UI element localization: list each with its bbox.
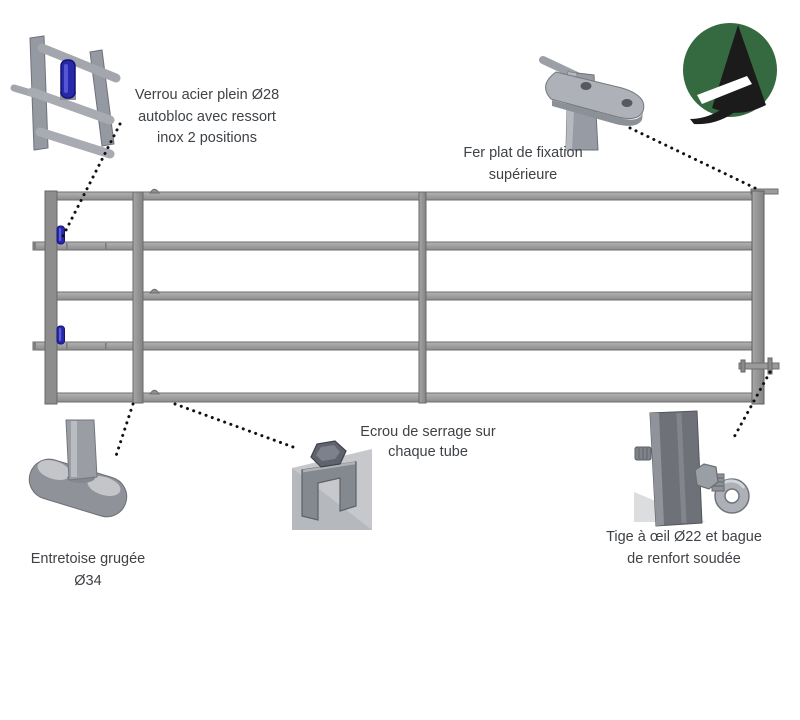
callout-ecrou-line2: chaque tube [388, 444, 468, 460]
gate-right-post [751, 190, 765, 405]
callout-verrou-label: Verrou acier plein Ø28 autobloc avec res… [107, 85, 307, 150]
sliding-rail-tip [33, 242, 36, 250]
callout-fer-plat-line1: Fer plat de fixation [463, 145, 583, 161]
gate-eye-bolt [738, 357, 780, 375]
inset-fer-plat-detail [539, 56, 645, 151]
inset-ecrou-detail [292, 440, 372, 530]
callout-fer-plat-line2: supérieure [488, 166, 558, 183]
callout-verrou-line2: autobloc avec ressort [138, 108, 276, 125]
callout-ecrou-line1: Ecrou de serrage sur [360, 424, 496, 440]
callout-line-tige-oeil [731, 370, 772, 441]
gate-drawing [32, 188, 780, 405]
callout-line-verrou [61, 122, 122, 238]
gate-left-latch-bar [44, 190, 58, 405]
callout-tige-oeil-line2: de renfort soudée [627, 550, 741, 567]
gate-rails [32, 191, 754, 403]
callout-tige-oeil-line1: Tige à œil Ø22 et bague [606, 529, 762, 545]
callout-tige-oeil-label: Tige à œil Ø22 et bague de renfort soudé… [593, 527, 775, 570]
gate-upright-2 [132, 191, 144, 404]
brand-logo [683, 23, 777, 125]
latch-pins [56, 225, 65, 345]
logo-swoosh [690, 87, 753, 125]
inset-verrou-detail [10, 35, 121, 159]
gate-uprights [44, 188, 779, 405]
sliding-rail-tip [33, 342, 36, 350]
callout-entretoise-line2: Ø34 [74, 572, 102, 589]
rail-clamp-bumps [149, 188, 160, 395]
inset-entretoise-detail [28, 419, 128, 518]
inset-tige-oeil-detail [634, 410, 750, 527]
callout-line-fer-plat [628, 126, 759, 191]
callout-line-ecrou [173, 402, 295, 449]
callout-verrou-line3: inox 2 positions [157, 130, 257, 146]
callout-dotted-lines [61, 122, 772, 461]
callout-fer-plat-label: Fer plat de fixation supérieure [433, 143, 613, 186]
gate-upright-3 [418, 191, 427, 404]
callout-ecrou-label: Ecrou de serrage sur chaque tube [338, 422, 518, 462]
callout-line-entretoise [113, 402, 135, 461]
callout-entretoise-line1: Entretoise grugée [30, 551, 146, 567]
callout-verrou-line1: Verrou acier plein Ø28 [134, 87, 280, 103]
callout-entretoise-label: Entretoise grugée Ø34 [8, 549, 168, 592]
